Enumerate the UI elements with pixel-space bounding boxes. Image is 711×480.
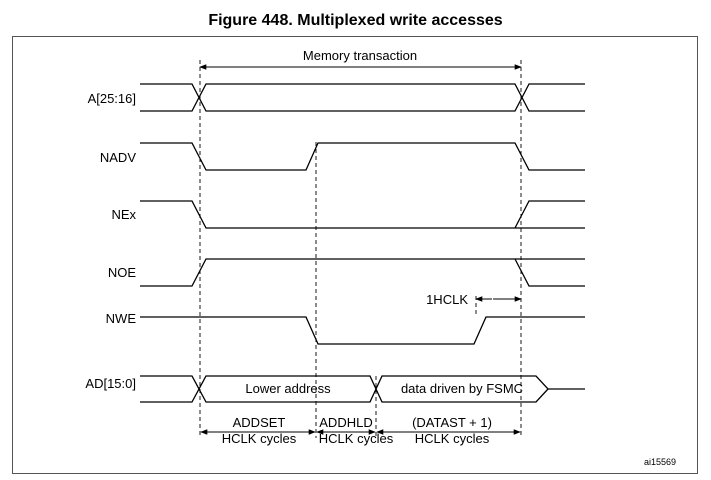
signal-label-ad: AD[15:0] [85, 376, 136, 391]
waveform-nex [140, 200, 585, 229]
waveform-noe [140, 258, 585, 287]
waveform-nadv [140, 142, 585, 171]
figure-ref-id: ai15569 [644, 457, 676, 467]
figure-frame [12, 36, 698, 474]
signal-label-nadv: NADV [100, 150, 136, 165]
signal-label-noe: NOE [108, 265, 137, 280]
lower-address-label: Lower address [245, 381, 331, 396]
hclk-1-label: 1HCLK [426, 292, 468, 307]
waveform-nwe [140, 316, 585, 345]
datast-label-line2: HCLK cycles [415, 431, 490, 446]
waveform-a [140, 83, 585, 112]
waveform-ad [140, 375, 585, 403]
datast-label-line1: (DATAST + 1) [412, 415, 492, 430]
data-driven-label: data driven by FSMC [401, 381, 523, 396]
addset-label-line1: ADDSET [233, 415, 286, 430]
figure-title: Figure 448. Multiplexed write accesses [208, 12, 503, 29]
signal-label-a: A[25:16] [88, 91, 136, 106]
memory-transaction-label: Memory transaction [303, 48, 417, 63]
addset-label-line2: HCLK cycles [222, 431, 297, 446]
signal-label-nwe: NWE [106, 311, 137, 326]
signal-label-nex: NEx [111, 207, 136, 222]
addhld-label-line1: ADDHLD [319, 415, 372, 430]
addhld-label-line2: HCLK cycles [319, 431, 394, 446]
